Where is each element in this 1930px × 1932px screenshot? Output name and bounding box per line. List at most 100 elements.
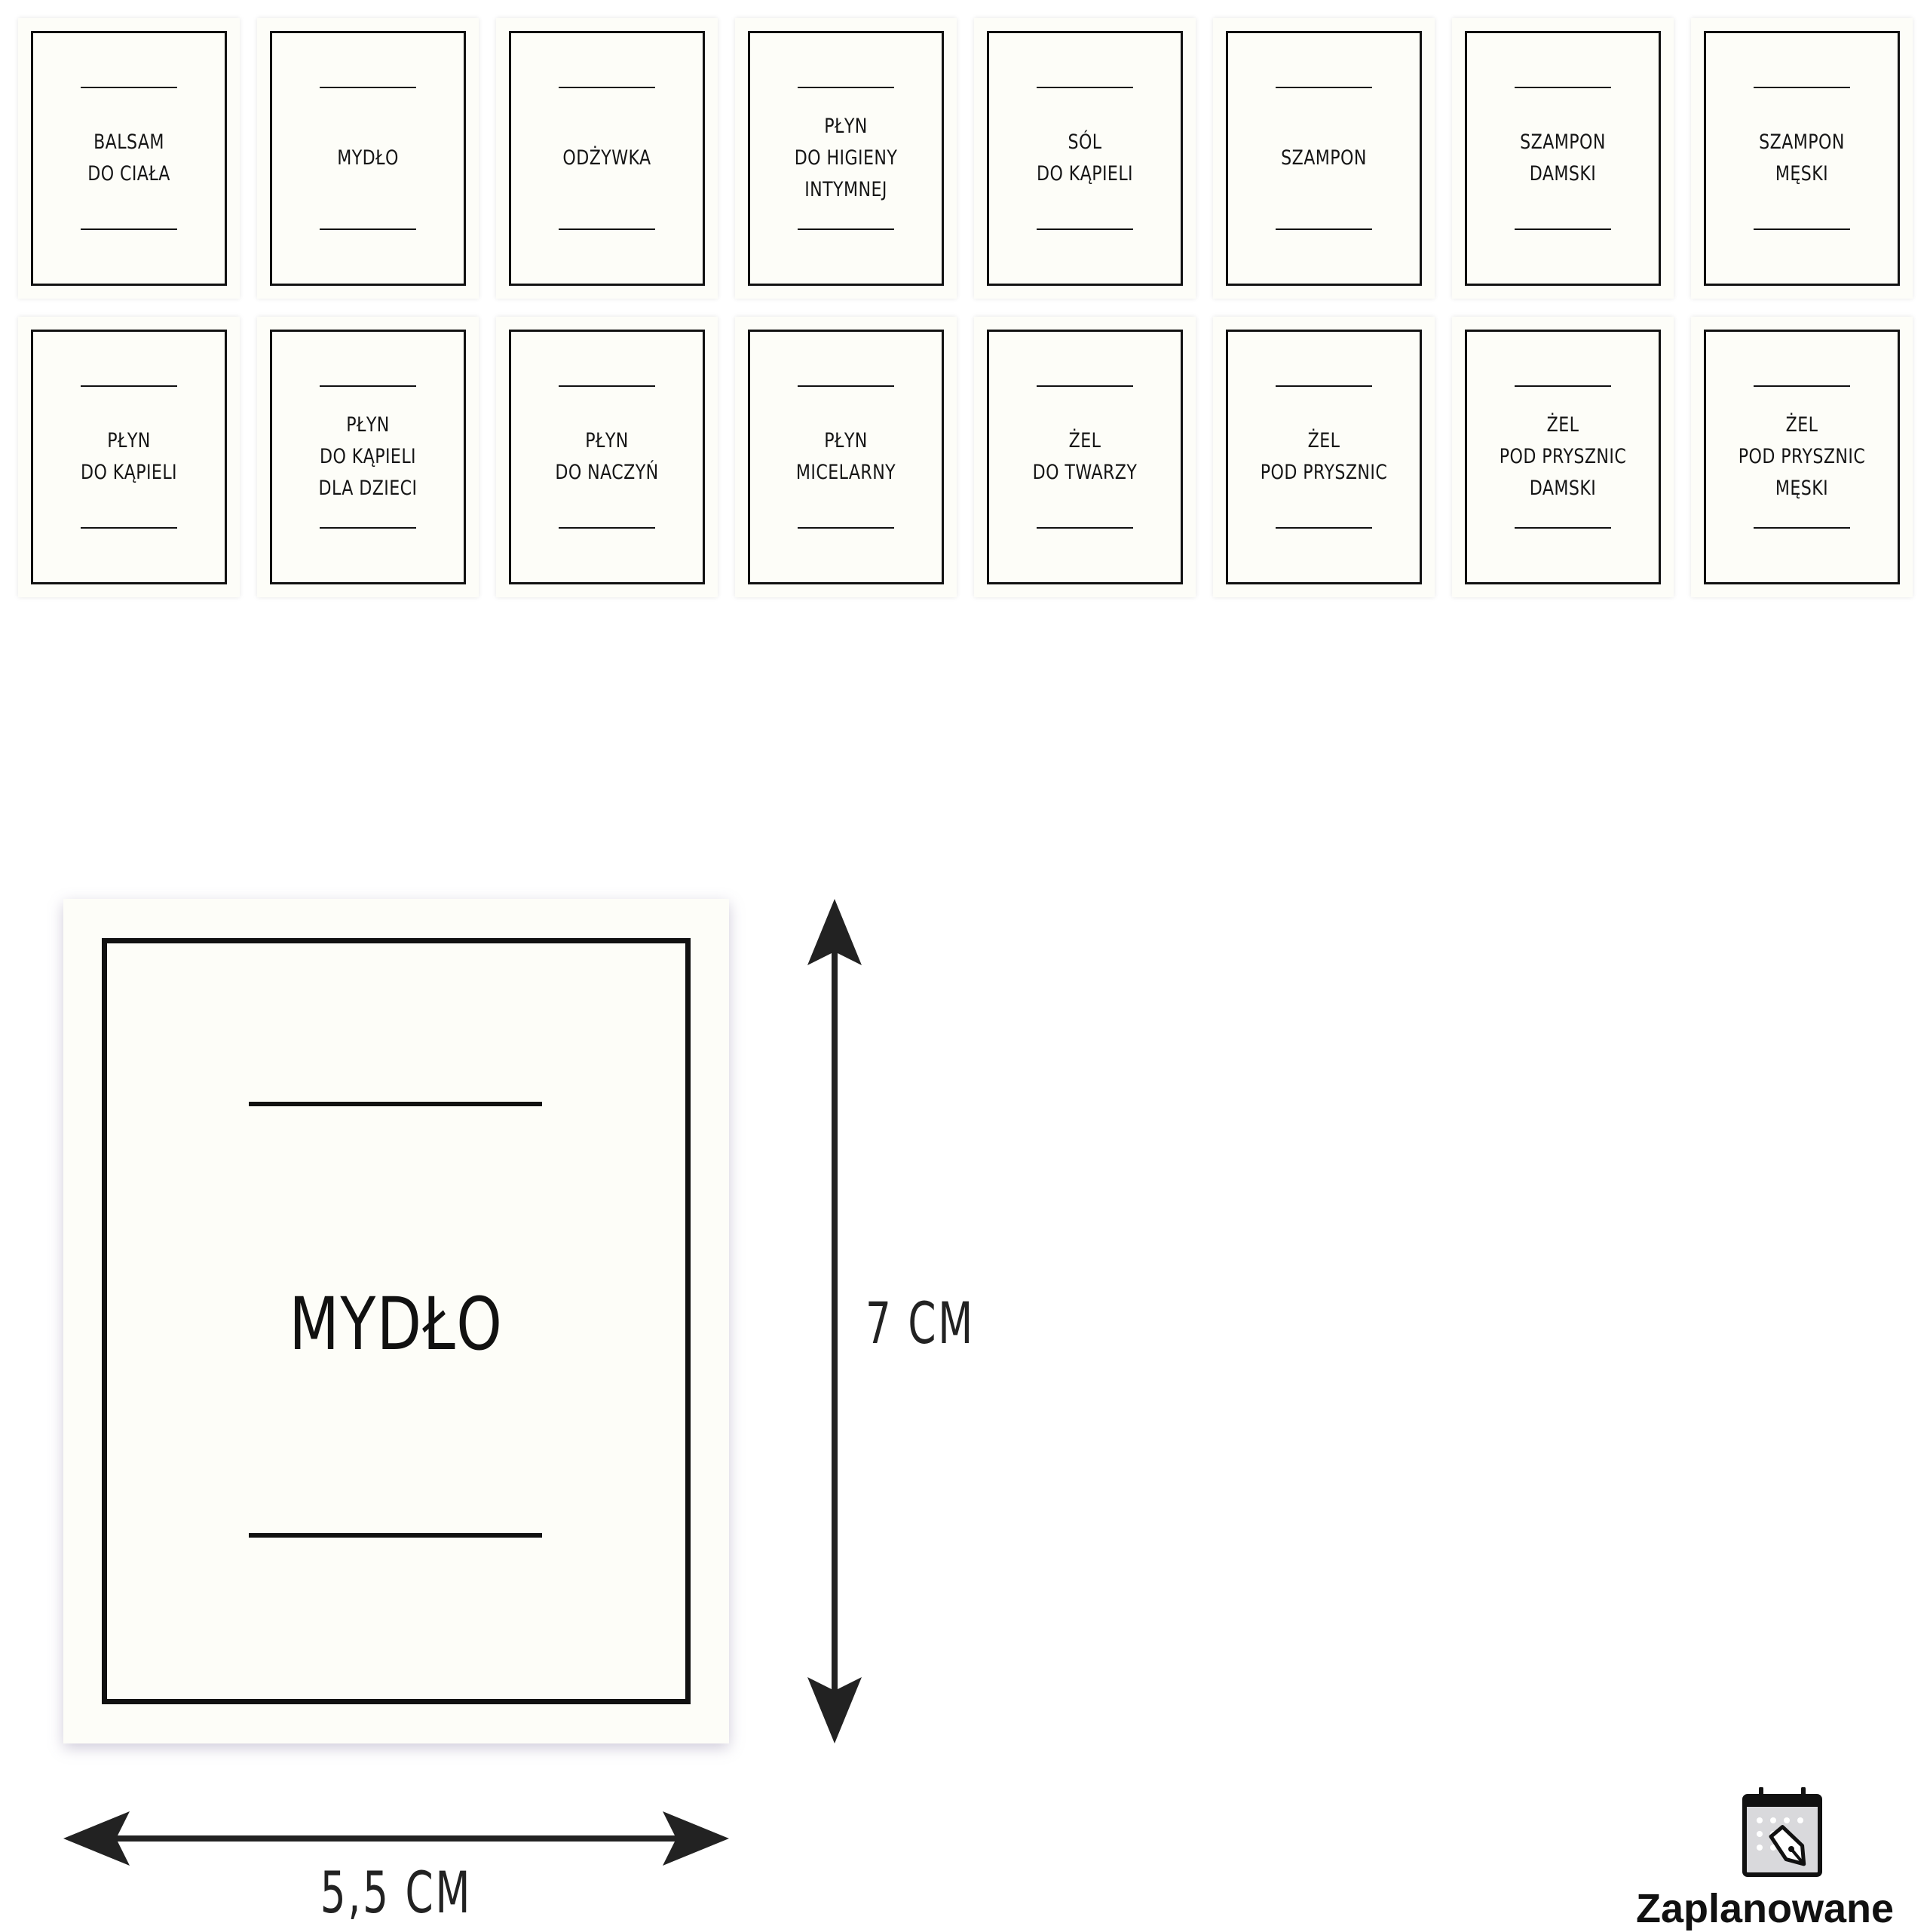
label-card: PŁYN DO KĄPIELI (18, 317, 240, 597)
sample-label-top-rule (249, 1102, 542, 1106)
label-top-rule (320, 87, 416, 88)
label-text-line: PŁYN (346, 413, 390, 437)
label-frame: MYDŁO (270, 31, 466, 286)
label-text-line: SÓL (1068, 130, 1102, 154)
height-arrow (807, 899, 862, 1743)
label-text-line: PŁYN (107, 429, 151, 452)
label-card: MYDŁO (257, 18, 479, 299)
sample-label-frame (102, 938, 691, 1704)
label-text-line: PŁYN (824, 115, 868, 138)
sample-label-bottom-rule (249, 1533, 542, 1538)
label-top-rule (81, 87, 177, 88)
width-dimension-label: 5,5 CM (320, 1859, 473, 1926)
label-card: ŻEL DO TWARZY (974, 317, 1196, 597)
brand-logo: Zaplanowane (1628, 1787, 1930, 1931)
label-text: SÓL DO KĄPIELI (1012, 88, 1157, 228)
label-top-rule (559, 385, 655, 387)
label-text-line: ŻEL (1307, 429, 1340, 452)
label-card: ŻEL POD PRYSZNIC MĘSKI (1691, 317, 1913, 597)
label-bottom-rule (1276, 228, 1372, 230)
label-card: SÓL DO KĄPIELI (974, 18, 1196, 299)
label-bottom-rule (1754, 527, 1850, 529)
label-text-line: MĘSKI (1775, 477, 1829, 500)
label-text-line: DAMSKI (1529, 162, 1597, 186)
label-frame: PŁYN DO KĄPIELI DLA DZIECI (270, 330, 466, 584)
label-bottom-rule (1515, 527, 1611, 529)
label-bottom-rule (320, 228, 416, 230)
label-frame: ŻEL POD PRYSZNIC MĘSKI (1704, 330, 1900, 584)
label-text-line: MĘSKI (1775, 162, 1829, 186)
label-bottom-rule (1037, 527, 1133, 529)
label-top-rule (1037, 87, 1133, 88)
label-text-line: DLA DZIECI (318, 477, 418, 500)
label-top-rule (798, 87, 894, 88)
label-text-line: ŻEL (1546, 413, 1579, 437)
label-card: SZAMPON (1213, 18, 1435, 299)
label-frame: BALSAM DO CIAŁA (31, 31, 227, 286)
label-text-line: POD PRYSZNIC (1260, 461, 1388, 484)
label-frame: SZAMPON DAMSKI (1465, 31, 1661, 286)
label-text: SZAMPON (1251, 88, 1396, 228)
width-arrow (63, 1811, 729, 1866)
height-dimension-label: 7 CM (865, 1290, 976, 1357)
label-text: BALSAM DO CIAŁA (57, 88, 201, 228)
label-text: ODŻYWKA (535, 88, 679, 228)
brand-name: Zaplanowane (1636, 1886, 1895, 1931)
label-bottom-rule (1276, 527, 1372, 529)
label-text-line: POD PRYSZNIC (1738, 445, 1866, 468)
label-card: PŁYN DO KĄPIELI DLA DZIECI (257, 317, 479, 597)
label-card: SZAMPON DAMSKI (1452, 18, 1674, 299)
label-text-line: SZAMPON (1520, 130, 1606, 154)
label-frame: ŻEL POD PRYSZNIC (1226, 330, 1422, 584)
label-top-rule (559, 87, 655, 88)
label-text-line: ŻEL (1785, 413, 1818, 437)
label-top-rule (320, 385, 416, 387)
label-bottom-rule (1515, 228, 1611, 230)
label-text-line: DO KĄPIELI (1036, 162, 1134, 186)
label-top-rule (1754, 87, 1850, 88)
label-text-line: DAMSKI (1529, 477, 1597, 500)
sample-label-text: MYDŁO (289, 1282, 504, 1366)
label-top-rule (81, 385, 177, 387)
label-bottom-rule (559, 228, 655, 230)
label-top-rule (1754, 385, 1850, 387)
label-text: ŻEL POD PRYSZNIC (1251, 387, 1396, 527)
label-text: PŁYN DO KĄPIELI DLA DZIECI (296, 387, 440, 527)
label-text-line: DO KĄPIELI (80, 461, 178, 484)
label-bottom-rule (320, 527, 416, 529)
label-text-line: MICELARNY (795, 461, 896, 484)
label-text: ŻEL DO TWARZY (1012, 387, 1157, 527)
label-card: ODŻYWKA (496, 18, 718, 299)
label-text: ŻEL POD PRYSZNIC MĘSKI (1729, 387, 1874, 527)
label-bottom-rule (559, 527, 655, 529)
label-text-line: BALSAM (93, 130, 164, 154)
labels-grid: BALSAM DO CIAŁA MYDŁO ODŻYWKA PŁYN DO HIGIENY… (18, 18, 1913, 597)
calendar-pen-icon (1742, 1787, 1822, 1877)
label-top-rule (1276, 87, 1372, 88)
label-frame: ODŻYWKA (509, 31, 705, 286)
label-top-rule (798, 385, 894, 387)
label-top-rule (1037, 385, 1133, 387)
sample-label-card (63, 899, 729, 1743)
label-text-line: DO TWARZY (1032, 461, 1138, 484)
label-text-line: DO HIGIENY (794, 146, 898, 170)
label-text: PŁYN DO KĄPIELI (57, 387, 201, 527)
label-text-line: DO KĄPIELI (319, 445, 417, 468)
label-text-line: ŻEL (1068, 429, 1101, 452)
label-bottom-rule (798, 228, 894, 230)
label-bottom-rule (798, 527, 894, 529)
label-text-line: DO CIAŁA (87, 162, 170, 186)
label-top-rule (1515, 385, 1611, 387)
label-bottom-rule (81, 527, 177, 529)
label-text-line: SZAMPON (1281, 146, 1367, 170)
